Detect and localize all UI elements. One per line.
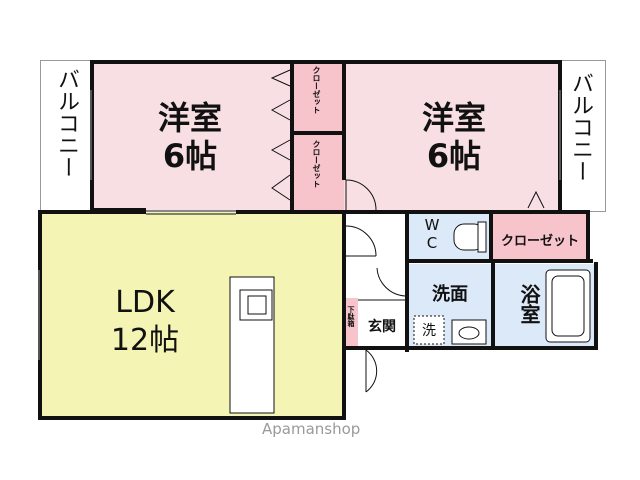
western-room-left-name: 洋室 [157, 99, 222, 137]
shoe-box [344, 298, 358, 346]
bathroom-label: 浴室 [517, 284, 541, 324]
wc-label: WC [423, 216, 441, 252]
balcony-right-label: バルコニー [568, 72, 593, 182]
western-room-left-size: 6帖 [162, 137, 218, 175]
closet-bottom-label: クローゼット [312, 140, 321, 188]
balcony-left-label: バルコニー [54, 68, 79, 178]
closet-top-label: クローゼット [312, 66, 321, 114]
ldk-name: LDK [115, 285, 175, 320]
shoe-box-label: 下駄箱 [347, 306, 355, 327]
balcony-left [40, 60, 92, 212]
western-room-right-name: 洋室 [421, 99, 486, 137]
washroom-label: 洗面 [432, 284, 468, 305]
washer-label: 洗 [422, 323, 436, 339]
ldk-room [40, 212, 344, 417]
watermark: Apamanshop [262, 420, 361, 438]
closet-right-label: クローゼット [500, 234, 579, 249]
western-room-right [344, 62, 560, 210]
closet-right [492, 214, 588, 260]
western-room-left [92, 62, 292, 210]
closet-top [292, 62, 344, 132]
western-room-right-size: 6帖 [426, 137, 482, 175]
closet-bottom [292, 135, 344, 210]
entrance-label: 玄関 [368, 319, 396, 335]
ldk-size: 12帖 [110, 323, 180, 358]
